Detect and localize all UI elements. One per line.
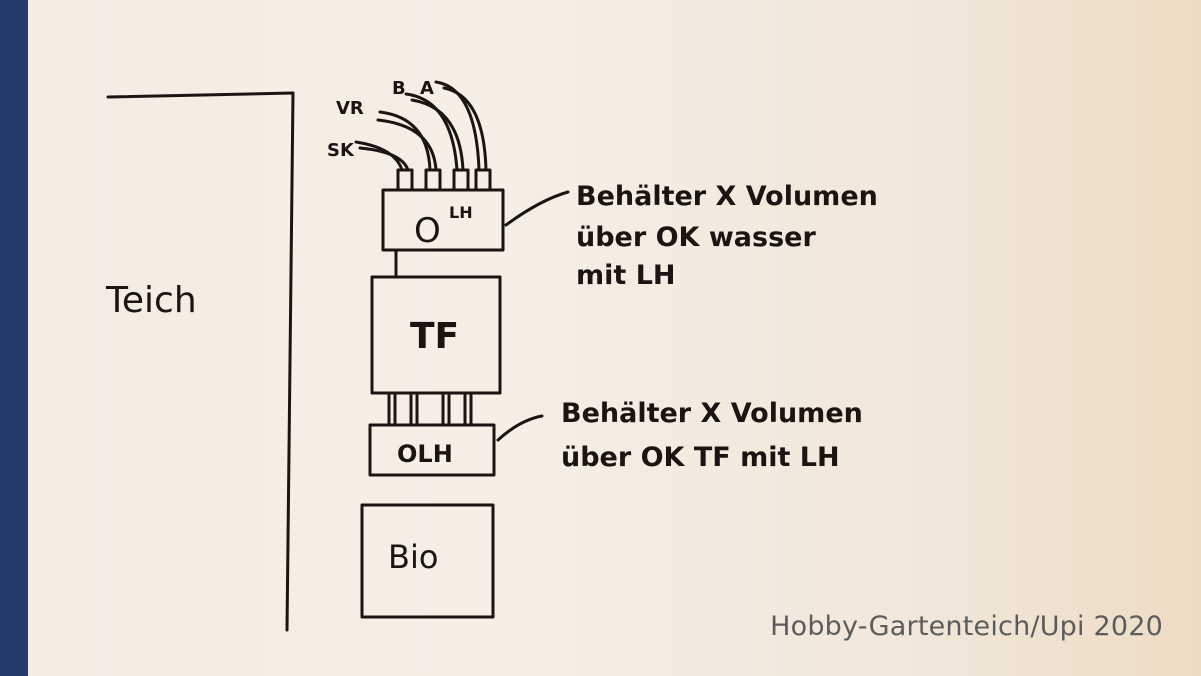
tf-olh-pipes xyxy=(387,393,473,427)
lower-note-leader xyxy=(496,414,544,442)
inlet-stubs xyxy=(396,168,492,192)
lower-note-line-1: Behälter X Volumen xyxy=(561,398,863,429)
a-label: A xyxy=(420,78,434,99)
b-label: B xyxy=(392,78,406,99)
top-box-label: O xyxy=(414,211,441,251)
watermark-credit: Hobby-Gartenteich/Upi 2020 xyxy=(770,611,1163,642)
teich-label: Teich xyxy=(105,280,197,321)
lower-note-line-2: über OK TF mit LH xyxy=(561,442,840,473)
top-box xyxy=(381,188,505,252)
inlet-pipes xyxy=(354,80,488,172)
pond-outline xyxy=(106,91,295,632)
tf-box xyxy=(370,275,502,395)
olh-label: OLH xyxy=(397,440,453,468)
bio-label: Bio xyxy=(388,538,438,576)
upper-note-line-3: mit LH xyxy=(576,260,676,291)
olh-box xyxy=(368,423,496,477)
upper-note-line-2: über OK wasser xyxy=(576,222,816,253)
sk-label: SK xyxy=(327,140,355,161)
tf-label: TF xyxy=(410,316,459,357)
top-box-superscript: LH xyxy=(449,203,473,222)
vr-label: VR xyxy=(336,98,364,119)
upper-note-line-1: Behälter X Volumen xyxy=(576,181,878,212)
paper-sheet xyxy=(28,0,1201,676)
bio-box xyxy=(360,503,495,619)
upper-note-leader xyxy=(504,190,570,227)
